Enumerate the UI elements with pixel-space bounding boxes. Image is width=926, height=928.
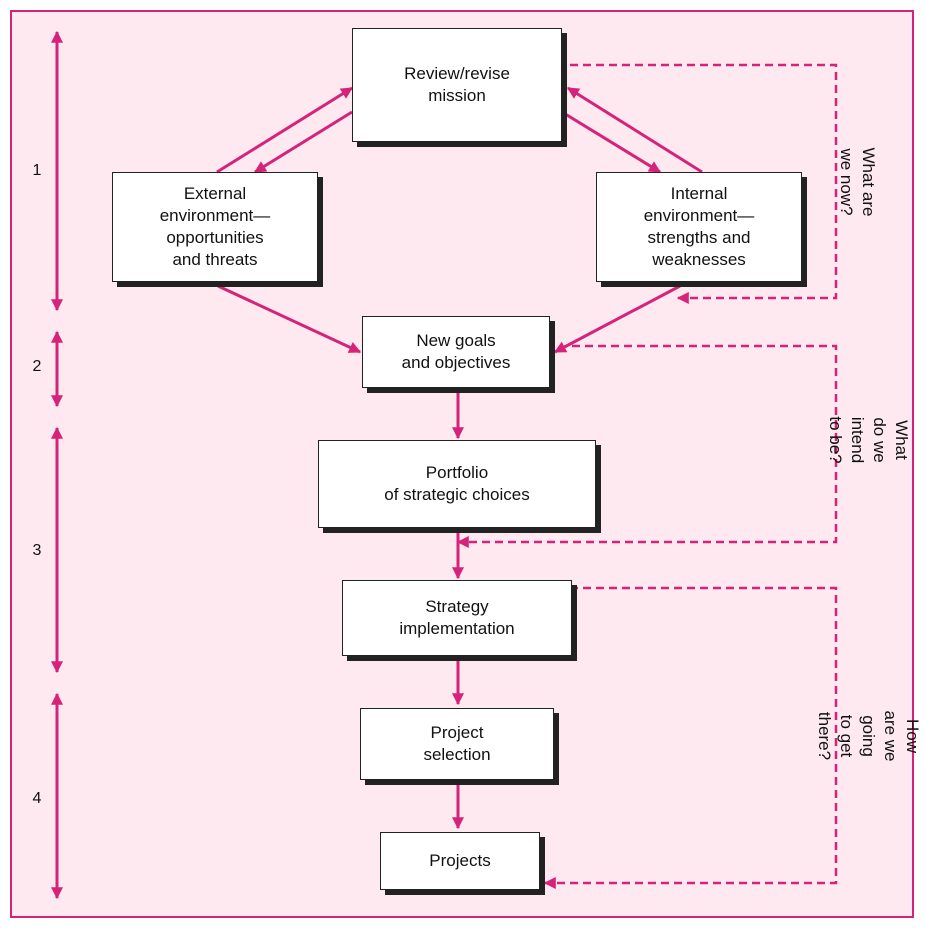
new-goals-box: New goals and objectives — [362, 316, 550, 388]
arrow-review-to-internal — [561, 110, 662, 174]
external-environment-box: External environment— opportunities and … — [112, 172, 318, 282]
arrow-internal-to-goals — [553, 284, 681, 354]
arrow-external-to-goals — [217, 284, 362, 354]
project-selection-box: Project selection — [360, 708, 554, 780]
arrow-review-to-external — [253, 110, 353, 174]
strategy-implementation-box: Strategy implementation — [342, 580, 572, 656]
portfolio-box: Portfolio of strategic choices — [318, 440, 596, 528]
stage-1-label: 1 — [32, 162, 42, 179]
internal-environment-box: Internal environment— strengths and weak… — [596, 172, 802, 282]
stage-3-label: 3 — [32, 542, 42, 559]
bracket-what-do-we-intend — [456, 344, 838, 548]
question-how-getting-there: How are we going to get there? — [815, 710, 922, 762]
arrow-internal-to-review — [566, 86, 703, 174]
bracket-how-getting-there — [543, 586, 838, 889]
question-what-are-we-now: What are we now? — [837, 147, 878, 217]
review-mission-box: Review/revise mission — [352, 28, 562, 142]
question-what-do-we-intend: What do we intend to be? — [826, 416, 911, 464]
bracket-what-are-we-now — [570, 63, 838, 304]
arrow-external-to-review — [216, 86, 354, 174]
stage-2-label: 2 — [32, 358, 42, 375]
stage-4-label: 4 — [32, 790, 42, 807]
projects-box: Projects — [380, 832, 540, 890]
